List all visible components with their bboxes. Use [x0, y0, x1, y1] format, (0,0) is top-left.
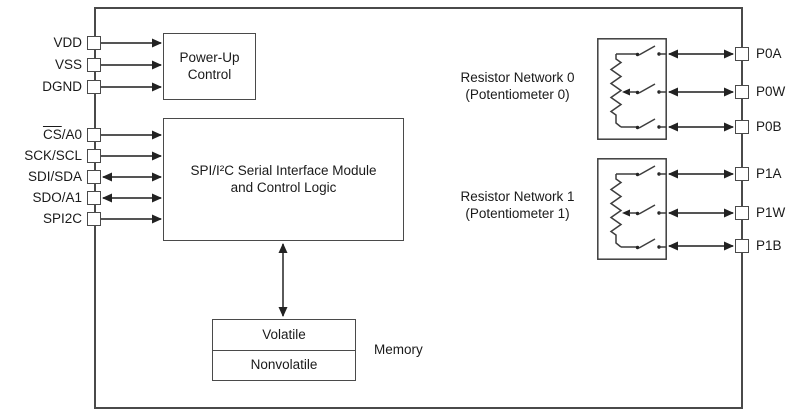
pin-sdi-sda — [87, 170, 101, 184]
resistor-network-1-label: Resistor Network 1 (Potentiometer 1) — [460, 189, 575, 221]
pin-p1w — [735, 206, 749, 220]
pin-label-vss: VSS — [54, 57, 82, 72]
pin-label-spi2c: SPI2C — [42, 211, 82, 226]
memory-label: Memory — [374, 342, 423, 357]
serial-interface-label-line2: and Control Logic — [230, 179, 337, 195]
pin-label-sdi-sda: SDI/SDA — [27, 169, 82, 184]
pin-label-p1b: P1B — [756, 238, 782, 253]
pin-label-p1a: P1A — [756, 166, 782, 181]
power-up-control-label-line2: Control — [187, 66, 232, 82]
pin-label-sck-scl: SCK/SCL — [24, 148, 82, 163]
pin-label-p1w: P1W — [756, 205, 786, 220]
serial-interface-label-line1: SPI/I²C Serial Interface Module — [190, 163, 377, 178]
pin-vss — [87, 58, 101, 72]
pin-p1a — [735, 167, 749, 181]
pin-p1b — [735, 239, 749, 253]
pin-label-p0a: P0A — [756, 46, 782, 61]
resistor-network-1-graphic — [597, 158, 667, 260]
pin-label-p0b: P0B — [756, 119, 782, 134]
pin-label-p0w: P0W — [756, 84, 786, 99]
pin-label-dgnd: DGND — [42, 79, 82, 94]
memory-cell-volatile: Volatile — [262, 327, 306, 343]
pin-sck-scl — [87, 149, 101, 163]
resistor-network-0-graphic — [597, 38, 667, 140]
pin-cs-a0 — [87, 128, 101, 142]
pin-label-cs-a0: CS/A0 — [42, 127, 82, 142]
power-up-control-label-line1: Power-Up — [179, 50, 240, 65]
pin-vdd — [87, 36, 101, 50]
pin-label-vdd: VDD — [53, 35, 82, 50]
pin-p0w — [735, 85, 749, 99]
pin-dgnd — [87, 80, 101, 94]
pin-p0b — [735, 120, 749, 134]
pin-spi2c — [87, 212, 101, 226]
pin-p0a — [735, 47, 749, 61]
power-up-control-block: Power-Up Control — [163, 33, 256, 100]
serial-interface-block: SPI/I²C Serial Interface Module and Cont… — [163, 118, 404, 241]
resistor-zigzag — [609, 174, 623, 248]
resistor-zigzag — [609, 54, 623, 128]
memory-cell-nonvolatile: Nonvolatile — [213, 349, 355, 380]
memory-block: Volatile Nonvolatile — [212, 319, 356, 381]
pin-label-sdo-a1: SDO/A1 — [32, 190, 82, 205]
wiper-arrow — [622, 209, 630, 217]
wiper-arrow — [622, 88, 630, 96]
resistor-network-0-label: Resistor Network 0 (Potentiometer 0) — [460, 70, 575, 102]
pin-sdo-a1 — [87, 191, 101, 205]
